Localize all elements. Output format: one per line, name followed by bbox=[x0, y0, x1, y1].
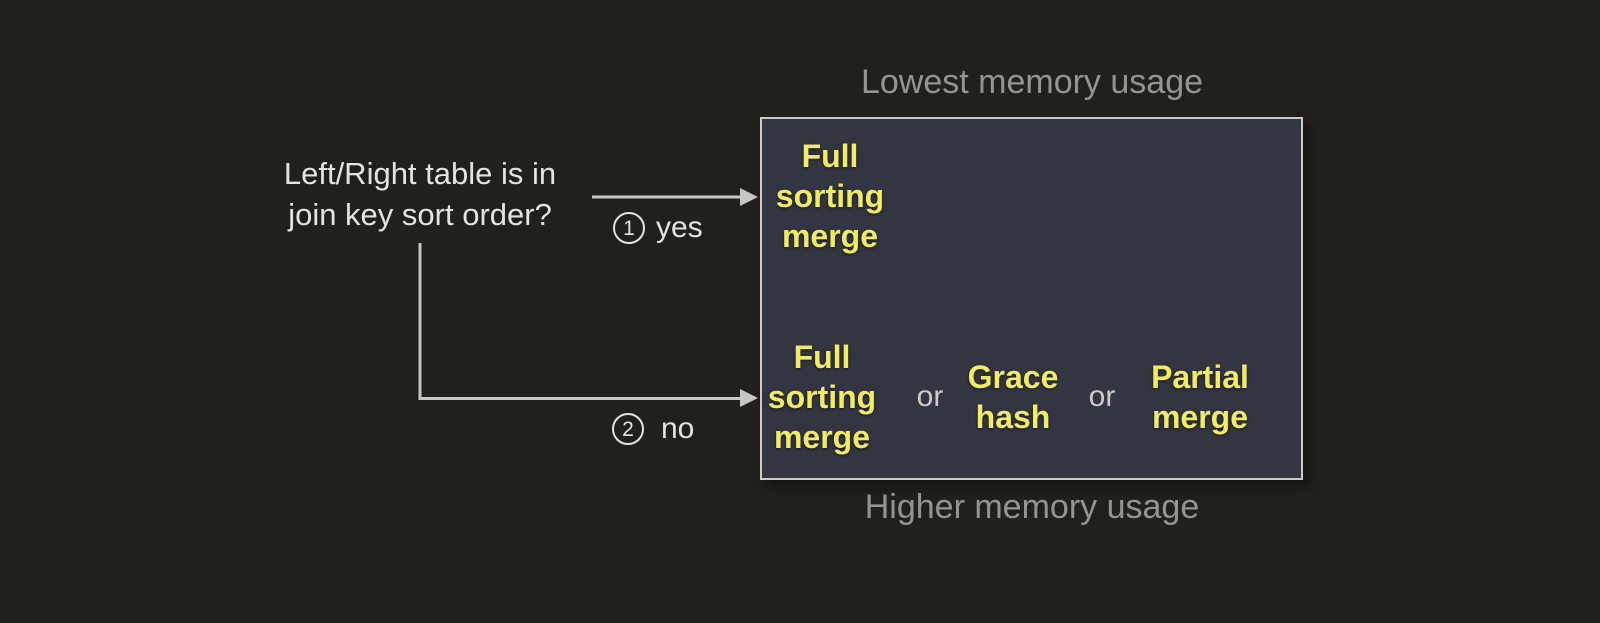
algorithm-box: Full sorting merge Full sorting merge or… bbox=[760, 117, 1303, 480]
row-unsorted-case: Full sorting merge or Grace hash or Part… bbox=[762, 322, 1301, 472]
circled-number-1-icon: 1 bbox=[613, 212, 645, 244]
or-separator-1: or bbox=[916, 380, 944, 413]
or-separator-2: or bbox=[1088, 380, 1116, 413]
question-line-1: Left/Right table is in bbox=[283, 156, 557, 191]
branch-no-text: no bbox=[661, 412, 695, 445]
branch-label-no: 2 no bbox=[612, 412, 694, 446]
algo-full-sorting-merge-bottom: Full sorting merge bbox=[767, 339, 877, 455]
no-arrow-head bbox=[740, 389, 758, 407]
algo-partial-merge: Partial merge bbox=[1151, 359, 1249, 435]
caption-higher-memory: Higher memory usage bbox=[864, 488, 1200, 526]
caption-lowest-memory: Lowest memory usage bbox=[860, 63, 1204, 101]
row-sorted-case: Full sorting merge bbox=[762, 121, 1301, 271]
no-connector-line bbox=[418, 243, 744, 400]
yes-arrow-head bbox=[740, 188, 758, 206]
algo-grace-hash: Grace hash bbox=[967, 359, 1059, 435]
question-text: Left/Right table is in join key sort ord… bbox=[240, 153, 600, 235]
algo-full-sorting-merge-top: Full sorting merge bbox=[775, 138, 885, 254]
circled-number-2-icon: 2 bbox=[612, 413, 644, 445]
question-line-2: join key sort order? bbox=[288, 197, 552, 232]
branch-yes-text: yes bbox=[656, 211, 703, 244]
branch-label-yes: 1 yes bbox=[613, 211, 703, 245]
